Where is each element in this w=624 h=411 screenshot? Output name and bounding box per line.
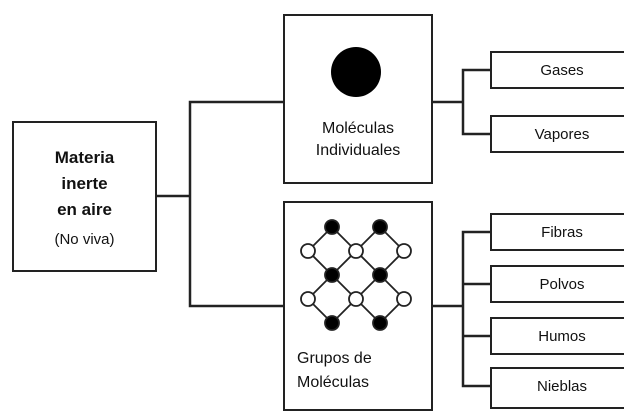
root-title: Materia inerte en aire [54, 148, 115, 219]
root-connector [157, 100, 283, 308]
leaf-humos: Humos [490, 317, 624, 355]
individual-connector [433, 68, 490, 136]
leaf-vapores: Vapores [490, 115, 624, 153]
root-node: Materia inerte en aire (No viva) [12, 121, 157, 272]
leaf-polvos: Polvos [490, 265, 624, 303]
individual-molecules-node: Moléculas Individuales [283, 14, 433, 184]
molecule-groups-label: Grupos de Moléculas [297, 350, 372, 391]
molecule-lattice-icon [300, 219, 412, 331]
molecule-groups-node: Grupos de Moléculas [283, 201, 433, 411]
leaf-gases: Gases [490, 51, 624, 89]
leaf-fibras: Fibras [490, 213, 624, 251]
groups-connector [433, 230, 490, 388]
root-note: (No viva) [54, 231, 115, 248]
solid-molecule-icon [331, 47, 381, 97]
individual-molecules-label: Moléculas Individuales [315, 120, 401, 159]
